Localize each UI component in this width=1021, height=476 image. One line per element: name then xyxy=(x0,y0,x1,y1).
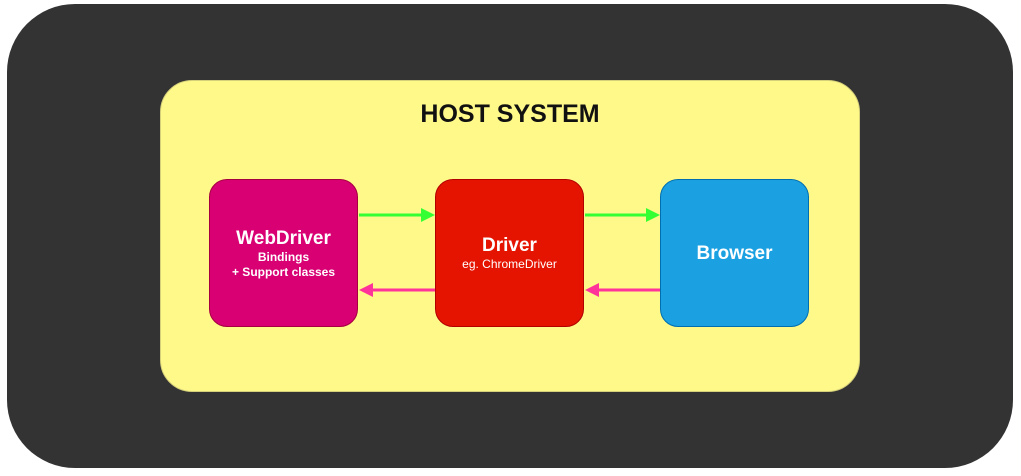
driver-node: Driver eg. ChromeDriver xyxy=(435,179,584,327)
webdriver-node: WebDriver Bindings + Support classes xyxy=(209,179,358,327)
arrow-driver-to-webdriver xyxy=(359,283,435,297)
webdriver-subtitle-line-1: Bindings xyxy=(257,249,310,264)
browser-node: Browser xyxy=(660,179,809,327)
webdriver-title: WebDriver xyxy=(236,227,331,249)
arrow-browser-to-driver xyxy=(585,283,660,297)
arrow-driver-to-browser xyxy=(585,208,660,222)
browser-title: Browser xyxy=(696,242,773,264)
driver-title: Driver xyxy=(482,235,537,256)
driver-subtitle: eg. ChromeDriver xyxy=(462,257,557,271)
webdriver-subtitle-line-2: + Support classes xyxy=(231,264,336,279)
arrow-webdriver-to-driver xyxy=(359,208,435,222)
host-system-title: HOST SYSTEM xyxy=(420,100,600,128)
